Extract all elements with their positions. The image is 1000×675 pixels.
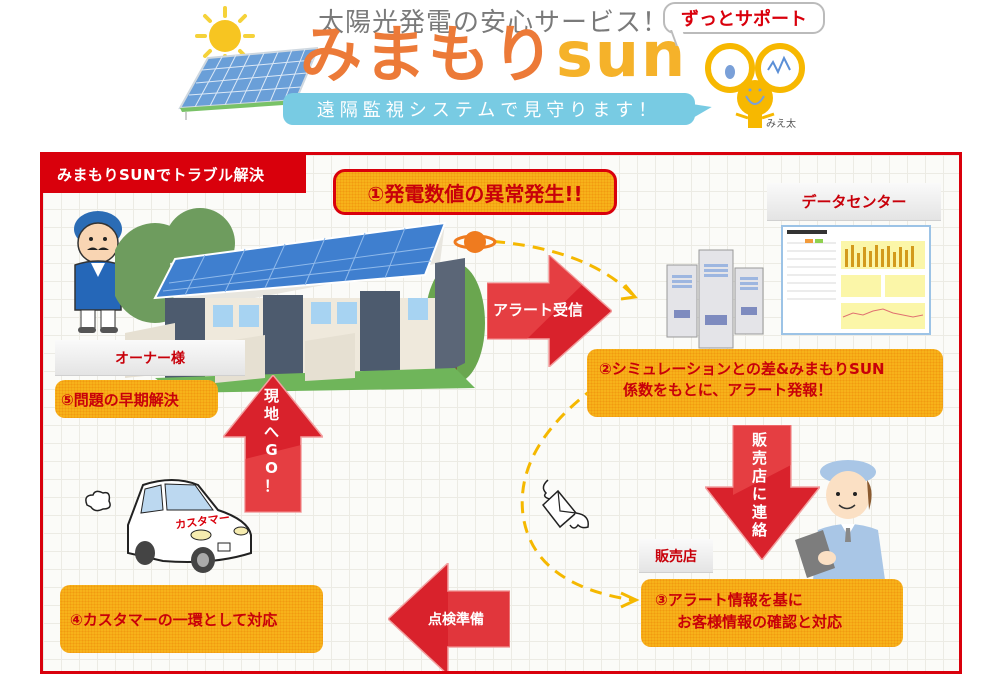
header-banner: 太陽光発電の安心サービス！ みまもりsun 遠隔監視システムで見守ります！ ずっ… — [0, 0, 1000, 140]
go-onsite-arrow: 現 地 へ G O ！ — [223, 375, 323, 515]
step4-customer-service: ④カスタマーの一環として対応 — [60, 585, 323, 653]
prepare-inspection-label: 点検準備 — [428, 612, 484, 628]
customer-car: カスタマー — [83, 465, 263, 575]
solar-house-icon — [115, 208, 485, 393]
step2-alert-issue: ②シミュレーションとの差&みまもりSUN 係数をもとに、アラート発報！ — [587, 349, 943, 417]
dashed-alert-path — [472, 238, 640, 609]
report-sheet-icon — [781, 225, 931, 335]
step3-line1: ③アラート情報を基に — [655, 591, 803, 609]
solar-panel-icon — [178, 46, 318, 120]
mascot-name: みえ太 — [766, 119, 796, 130]
shop-staff-character-icon — [795, 460, 885, 580]
diagram-frame: みまもりSUNでトラブル解決 — [40, 152, 962, 674]
alert-received-arrow: アラート受信 — [487, 255, 612, 367]
data-center-label: データセンター — [767, 183, 941, 221]
owner-character-icon — [74, 211, 122, 333]
step3-line2: お客様情報の確認と対応 — [677, 613, 843, 631]
satellite-signal-icon — [453, 231, 497, 253]
contact-shop-label: 販 売 店 に 連 絡 — [752, 431, 768, 539]
step5-early-resolution: ⑤問題の早期解決 — [55, 380, 218, 418]
sun-icon — [195, 6, 255, 66]
logo-jp-text: みまもり — [300, 18, 557, 91]
server-racks-icon — [666, 249, 764, 349]
prepare-inspection-arrow: 点検準備 — [388, 563, 510, 671]
contact-shop-arrow: 販 売 店 に 連 絡 — [705, 425, 820, 560]
car-icon — [85, 479, 252, 573]
logo: みまもりsun — [300, 24, 687, 86]
support-speech-bubble: ずっとサポート — [663, 2, 825, 34]
owner-label: オーナー様 — [55, 340, 245, 376]
slogan-bubble: 遠隔監視システムで見守ります！ — [283, 93, 695, 125]
diagram-title: みまもりSUNでトラブル解決 — [43, 155, 306, 193]
shop-label: 販売店 — [639, 539, 713, 573]
step2-line1: ②シミュレーションとの差&みまもりSUN — [599, 360, 885, 378]
alert-received-label: アラート受信 — [493, 301, 584, 319]
mascot-mieta-icon — [705, 43, 805, 128]
flying-mail-icon — [541, 479, 589, 529]
step1-abnormal-alert: ①発電数値の異常発生!! — [333, 169, 617, 215]
go-onsite-label: 現 地 へ G O ！ — [264, 387, 280, 495]
tagline: 太陽光発電の安心サービス！ — [318, 8, 670, 38]
logo-en-text: sun — [556, 18, 688, 91]
step2-line2: 係数をもとに、アラート発報！ — [623, 381, 833, 399]
step3-shop-response: ③アラート情報を基に お客様情報の確認と対応 — [641, 579, 903, 647]
